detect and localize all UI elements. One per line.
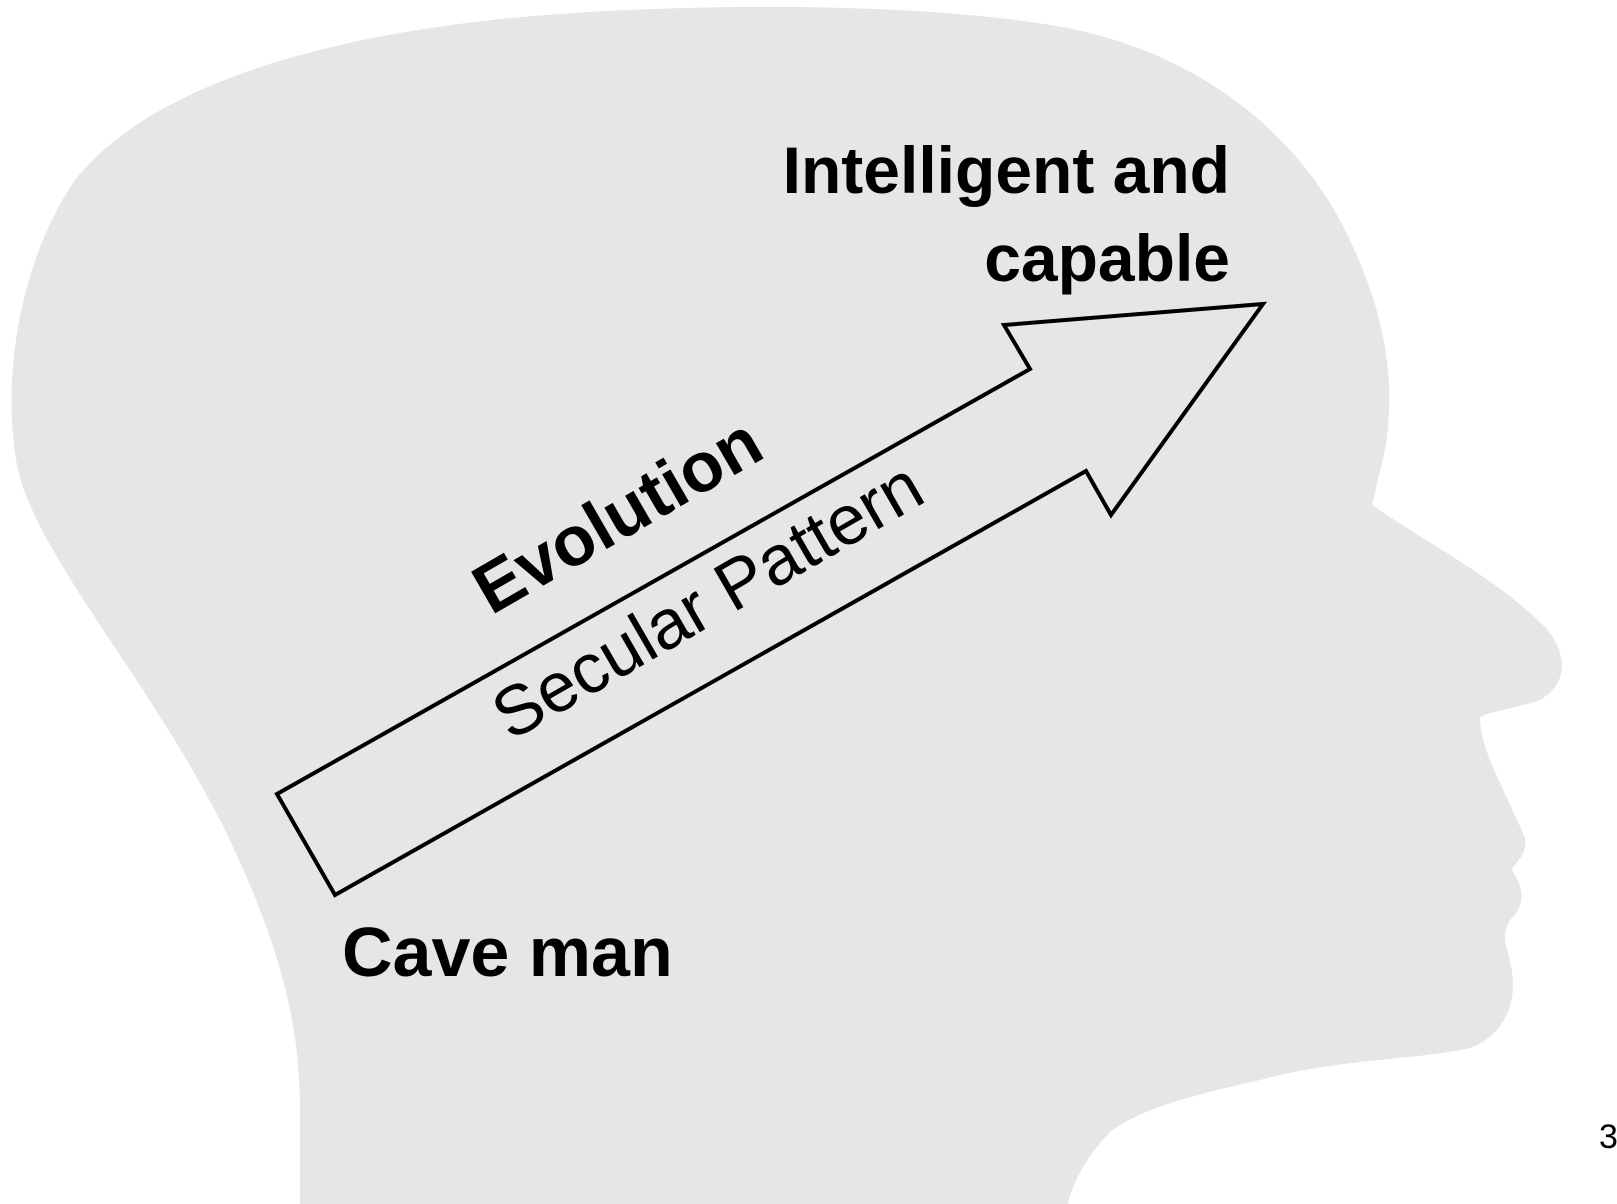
end-label-line2: capable	[984, 221, 1230, 295]
secular-pattern-arrow	[274, 301, 1268, 898]
end-label: Intelligent and capable	[783, 126, 1230, 302]
start-label: Cave man	[342, 913, 673, 991]
slide-number: 3	[1599, 1118, 1617, 1156]
head-shape	[11, 6, 1562, 1204]
end-label-line1: Intelligent and	[782, 133, 1230, 207]
